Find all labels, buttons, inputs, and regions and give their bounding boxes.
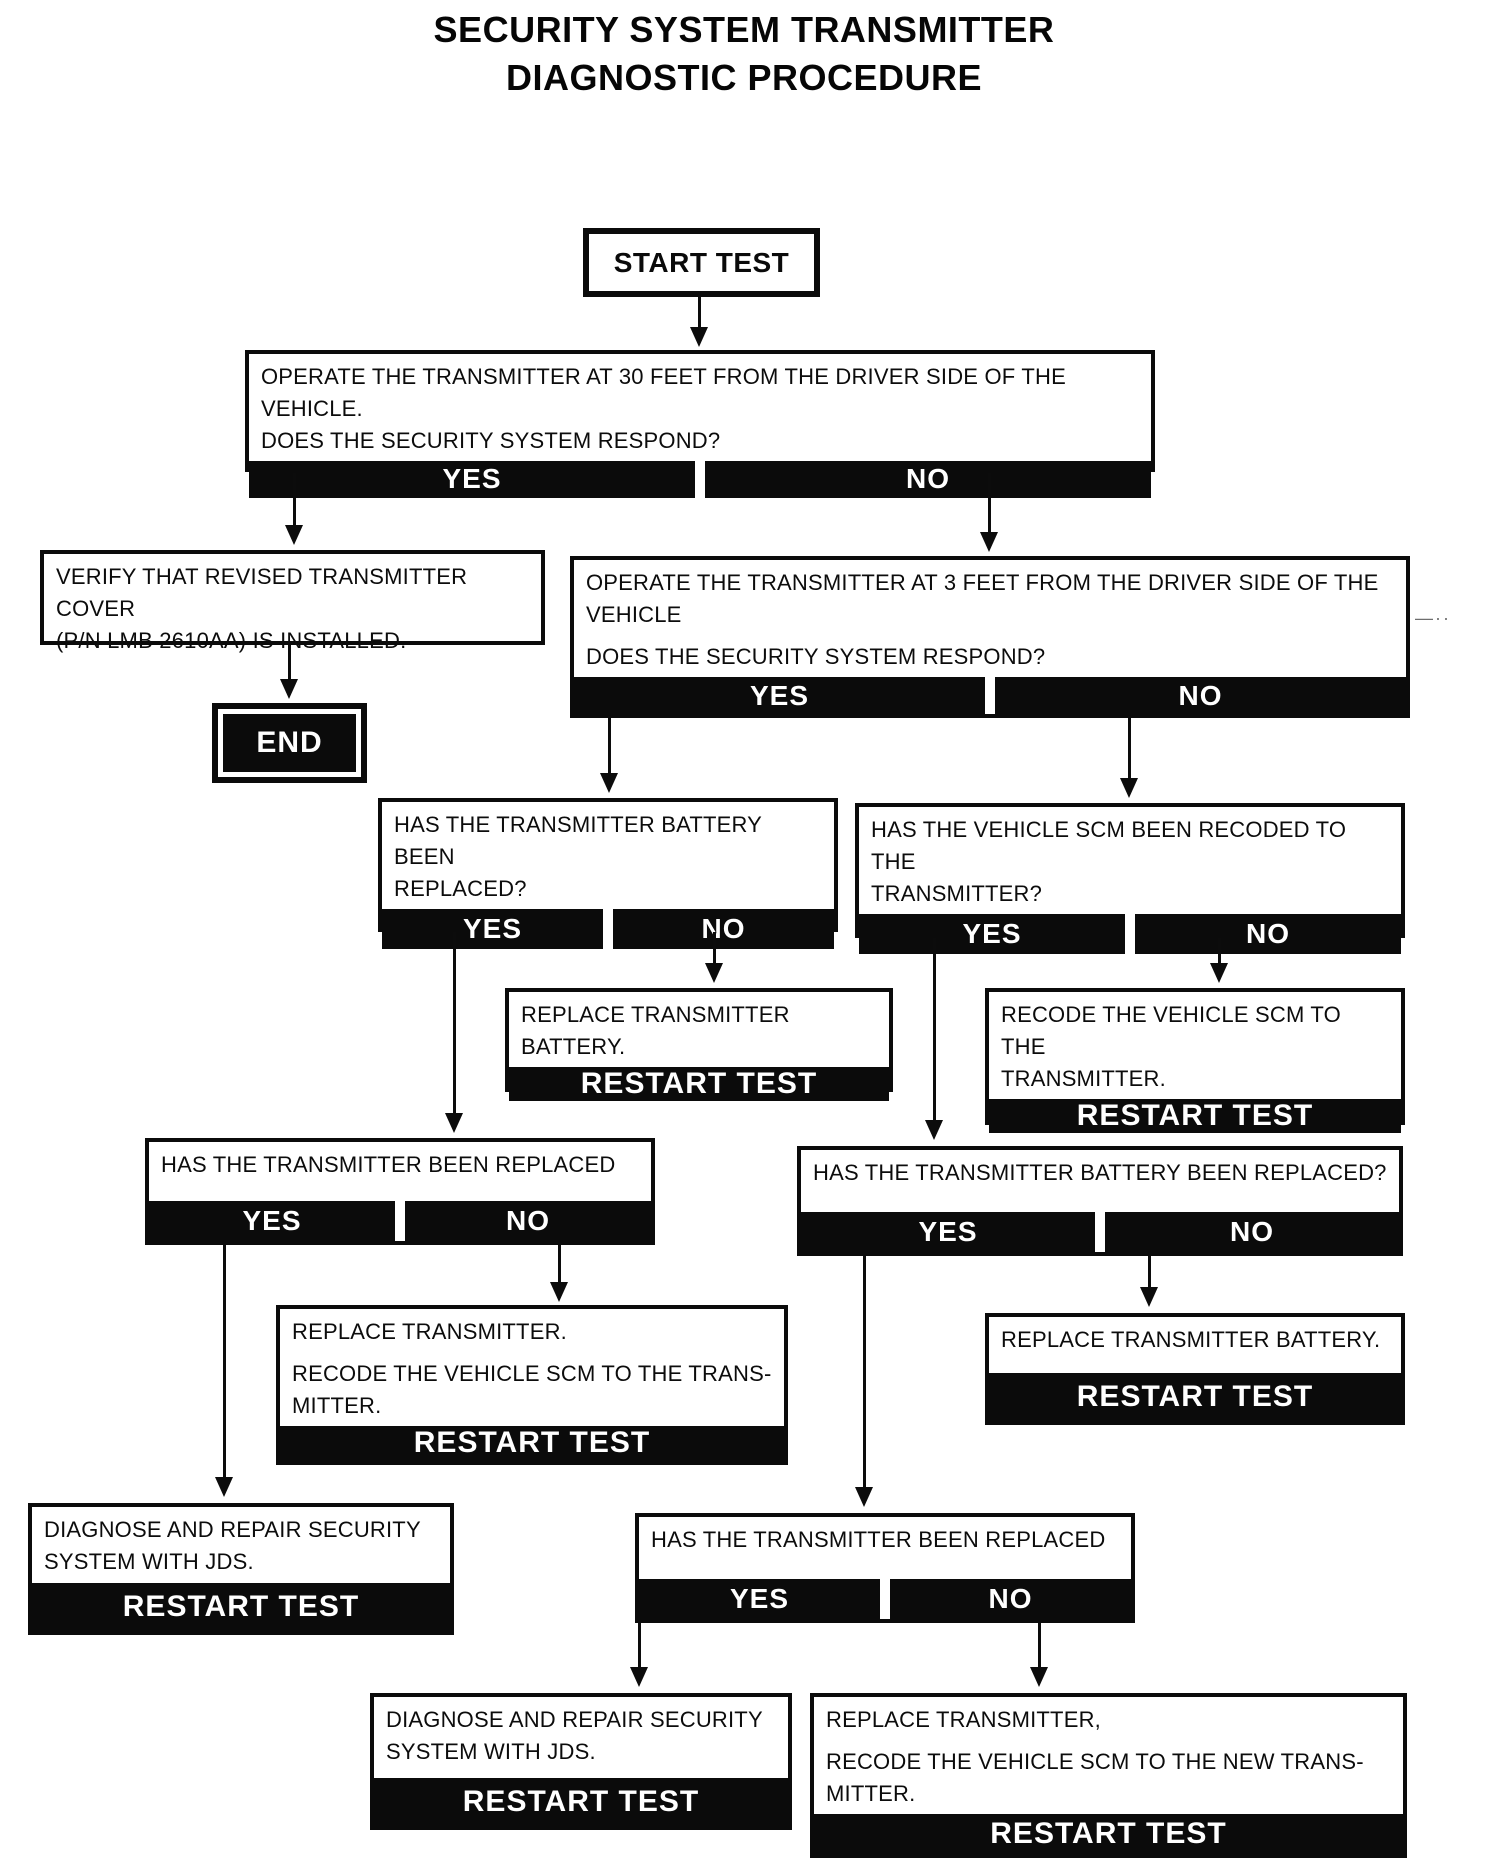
restart-test-label: RESTART TEST xyxy=(989,1373,1401,1421)
yes-branch-label: YES xyxy=(574,677,985,714)
start-test-label: START TEST xyxy=(613,246,790,278)
connector-arrow xyxy=(1210,938,1228,983)
node-text-line: VEHICLE xyxy=(586,601,682,627)
node-verify-cover: VERIFY THAT REVISED TRANSMITTER COVER (P… xyxy=(40,550,545,653)
node-text-line: RECODE THE VEHICLE SCM TO THE TRANS- xyxy=(292,1360,772,1386)
restart-test-label: RESTART TEST xyxy=(989,1098,1401,1133)
page-title: SECURITY SYSTEM TRANSMITTER DIAGNOSTIC P… xyxy=(0,6,1488,101)
node-text-line: REPLACE TRANSMITTER, xyxy=(826,1707,1101,1732)
node-text-line: DIAGNOSE AND REPAIR SECURITY xyxy=(44,1517,421,1542)
node-text-line: VERIFY THAT REVISED TRANSMITTER COVER xyxy=(56,564,468,621)
node-q-scm-recoded: HAS THE VEHICLE SCM BEEN RECODED TO THE … xyxy=(855,803,1405,954)
node-q-transmitter-replaced-right: HAS THE TRANSMITTER BEEN REPLACED YES NO xyxy=(635,1513,1135,1623)
node-text-line: DOES THE SECURITY SYSTEM RESPOND? xyxy=(586,643,1046,669)
node-replace-battery-right: REPLACE TRANSMITTER BATTERY. RESTART TES… xyxy=(985,1313,1405,1425)
connector-arrow xyxy=(550,1245,568,1302)
connector-arrow xyxy=(855,1256,873,1507)
node-replace-battery-mid: REPLACE TRANSMITTER BATTERY. RESTART TES… xyxy=(505,988,893,1101)
yes-branch-label: YES xyxy=(639,1579,880,1619)
yes-branch-label: YES xyxy=(149,1201,395,1241)
node-q-transmitter-replaced-left: HAS THE TRANSMITTER BEEN REPLACED YES NO xyxy=(145,1138,655,1245)
node-q-operate-3-feet: OPERATE THE TRANSMITTER AT 3 FEET FROM T… xyxy=(570,556,1410,718)
connector-arrow xyxy=(705,932,723,983)
no-branch-label: NO xyxy=(890,1579,1131,1619)
node-text-line: MITTER. xyxy=(292,1392,382,1418)
connector-arrow xyxy=(1030,1623,1048,1687)
node-start-test: START TEST xyxy=(583,228,820,297)
node-text-line: REPLACE TRANSMITTER BATTERY. xyxy=(1001,1327,1381,1352)
node-text-line: TRANSMITTER? xyxy=(871,880,1043,906)
page-title-line1: SECURITY SYSTEM TRANSMITTER xyxy=(433,9,1055,50)
node-text-line: OPERATE THE TRANSMITTER AT 30 FEET FROM … xyxy=(261,364,1066,421)
connector-arrow xyxy=(630,1623,648,1687)
connector-arrow xyxy=(690,297,708,347)
yes-branch-label: YES xyxy=(801,1212,1095,1252)
node-text-line: (P/N LMB 2610AA) IS INSTALLED. xyxy=(56,627,407,653)
connector-arrow xyxy=(445,932,463,1133)
node-text-line: REPLACE TRANSMITTER. xyxy=(292,1319,567,1344)
node-text-line: HAS THE VEHICLE SCM BEEN RECODED TO THE xyxy=(871,817,1347,874)
connector-arrow xyxy=(925,938,943,1140)
no-branch-label: NO xyxy=(1135,913,1401,954)
yes-branch-label: YES xyxy=(859,913,1125,954)
connector-arrow xyxy=(980,473,998,552)
node-text-line: HAS THE TRANSMITTER BEEN REPLACED xyxy=(651,1527,1106,1552)
scan-artifact: —·· xyxy=(1415,608,1451,628)
connector-arrow xyxy=(1140,1256,1158,1307)
node-q-battery-replaced-left: HAS THE TRANSMITTER BATTERY BEEN REPLACE… xyxy=(378,798,838,949)
node-diagnose-jds-bottom: DIAGNOSE AND REPAIR SECURITY SYSTEM WITH… xyxy=(370,1693,792,1830)
node-replace-transmitter-new: REPLACE TRANSMITTER, RECODE THE VEHICLE … xyxy=(810,1693,1407,1858)
node-q-battery-replaced-right: HAS THE TRANSMITTER BATTERY BEEN REPLACE… xyxy=(797,1146,1403,1256)
restart-test-label: RESTART TEST xyxy=(509,1066,889,1101)
yes-branch-label: YES xyxy=(382,908,603,949)
page-title-line2: DIAGNOSTIC PROCEDURE xyxy=(505,56,983,98)
node-text-line: REPLACE TRANSMITTER BATTERY. xyxy=(521,1002,790,1059)
restart-test-label: RESTART TEST xyxy=(374,1778,788,1826)
node-text-line: DIAGNOSE AND REPAIR SECURITY xyxy=(386,1707,763,1732)
connector-arrow xyxy=(215,1245,233,1497)
node-text-line: HAS THE TRANSMITTER BEEN REPLACED xyxy=(161,1152,616,1177)
end-label: END xyxy=(223,714,356,772)
node-text-line: RECODE THE VEHICLE SCM TO THE NEW TRANS- xyxy=(826,1748,1364,1774)
connector-arrow xyxy=(285,473,303,545)
node-replace-transmitter-mid: REPLACE TRANSMITTER. RECODE THE VEHICLE … xyxy=(276,1305,788,1465)
no-branch-label: NO xyxy=(613,908,834,949)
node-text-line: HAS THE TRANSMITTER BATTERY BEEN xyxy=(394,812,762,869)
restart-test-label: RESTART TEST xyxy=(280,1425,784,1461)
node-text-line: DOES THE SECURITY SYSTEM RESPOND? xyxy=(261,427,721,453)
yes-branch-label: YES xyxy=(249,460,695,498)
connector-arrow xyxy=(1120,718,1138,798)
connector-arrow xyxy=(600,718,618,793)
node-text-line: SYSTEM WITH JDS. xyxy=(44,1548,254,1574)
node-end: END xyxy=(212,703,367,783)
no-branch-label: NO xyxy=(995,677,1406,714)
node-text-line: OPERATE THE TRANSMITTER AT 3 FEET FROM T… xyxy=(586,570,1379,595)
restart-test-label: RESTART TEST xyxy=(814,1813,1403,1854)
node-text-line: HAS THE TRANSMITTER BATTERY BEEN REPLACE… xyxy=(813,1160,1387,1185)
node-text-line: MITTER. xyxy=(826,1780,916,1806)
node-diagnose-jds-left: DIAGNOSE AND REPAIR SECURITY SYSTEM WITH… xyxy=(28,1503,454,1635)
node-q-operate-30-feet: OPERATE THE TRANSMITTER AT 30 FEET FROM … xyxy=(245,350,1155,498)
node-text-line: SYSTEM WITH JDS. xyxy=(386,1738,596,1764)
no-branch-label: NO xyxy=(1105,1212,1399,1252)
node-text-line: REPLACED? xyxy=(394,875,527,901)
node-recode-scm: RECODE THE VEHICLE SCM TO THE TRANSMITTE… xyxy=(985,988,1405,1133)
node-text-line: RECODE THE VEHICLE SCM TO THE xyxy=(1001,1002,1341,1059)
no-branch-label: NO xyxy=(705,460,1151,498)
node-text-line: TRANSMITTER. xyxy=(1001,1065,1166,1091)
restart-test-label: RESTART TEST xyxy=(32,1583,450,1631)
no-branch-label: NO xyxy=(405,1201,651,1241)
connector-arrow xyxy=(280,645,298,699)
